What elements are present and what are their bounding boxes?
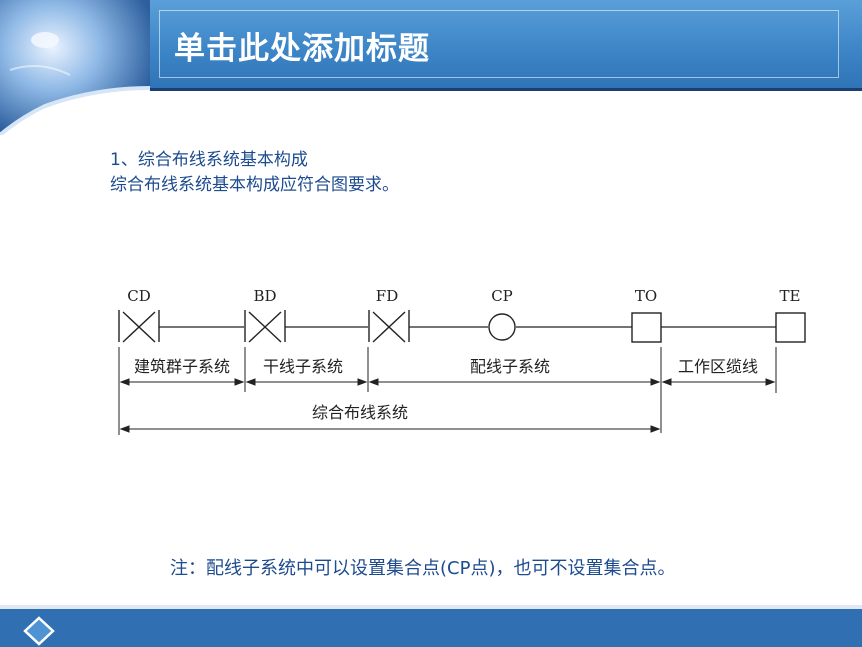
- title-placeholder[interactable]: 单击此处添加标题: [159, 10, 839, 78]
- body-text: 1、综合布线系统基本构成 综合布线系统基本构成应符合图要求。: [110, 148, 399, 198]
- span-work-area: [661, 378, 776, 386]
- body-line-1: 1、综合布线系统基本构成: [110, 150, 308, 170]
- span-backbone: [245, 378, 368, 386]
- node-label-bd: BD: [253, 287, 276, 305]
- span-label-campus: 建筑群子系统: [134, 357, 230, 376]
- node-label-to: TO: [635, 287, 657, 305]
- node-fd: [368, 310, 410, 343]
- span-label-backbone: 干线子系统: [263, 357, 343, 376]
- cabling-diagram: CD BD FD CP TO TE 建筑群子系统 干线子系统 配线子系统: [118, 287, 806, 435]
- footer-divider: [0, 605, 862, 609]
- header-decoration-image: [0, 0, 151, 135]
- node-label-cd: CD: [127, 287, 151, 305]
- node-label-cp: CP: [491, 287, 513, 305]
- span-label-total: 综合布线系统: [312, 403, 408, 422]
- span-horizontal: [368, 378, 661, 386]
- footer-bar: [0, 609, 862, 647]
- node-cd: [118, 310, 160, 343]
- node-label-te: TE: [780, 287, 801, 305]
- header-divider: [150, 88, 862, 91]
- node-te: [775, 312, 806, 343]
- span-label-horizontal: 配线子系统: [470, 357, 550, 376]
- node-cp: [488, 313, 516, 341]
- slide-title: 单击此处添加标题: [174, 31, 430, 67]
- span-total: [119, 425, 661, 433]
- node-to: [631, 312, 662, 343]
- body-line-2: 综合布线系统基本构成应符合图要求。: [110, 175, 399, 195]
- node-bd: [244, 310, 286, 343]
- node-label-fd: FD: [376, 287, 398, 305]
- span-label-work-area: 工作区缆线: [678, 357, 758, 376]
- diamond-icon: [23, 616, 55, 646]
- span-campus: [119, 378, 245, 386]
- note-text: 注：配线子系统中可以设置集合点(CP点)，也可不设置集合点。: [170, 558, 676, 579]
